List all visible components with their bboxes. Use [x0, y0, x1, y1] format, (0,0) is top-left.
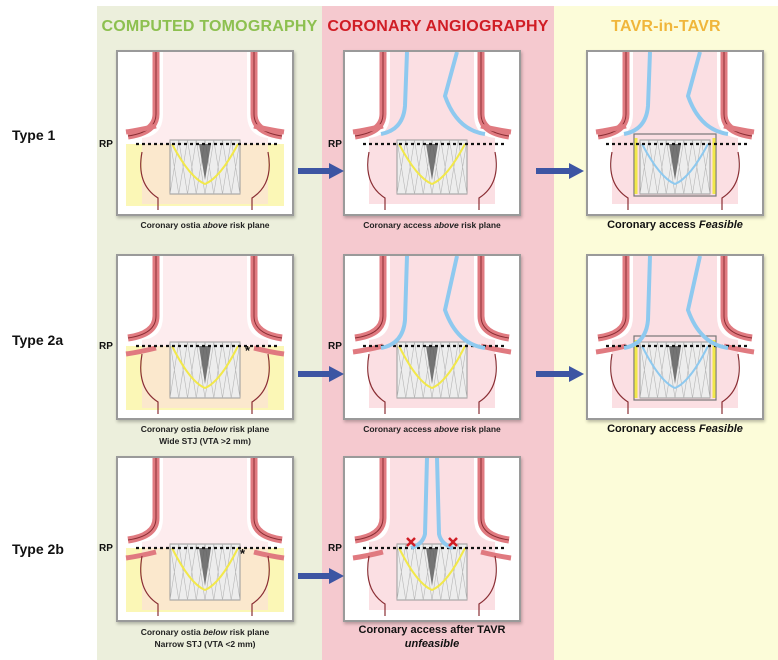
coronary-ostium-right: [724, 126, 754, 132]
arrow-right-icon: [298, 568, 344, 584]
coronary-ostium-right: [254, 126, 284, 132]
row-label-type1: Type 1: [12, 127, 55, 143]
ct-type2b-panel: [116, 456, 294, 622]
aortic-wall: [254, 256, 282, 338]
aortic-root-diagram: [588, 256, 762, 418]
aortic-root-diagram: [118, 52, 292, 214]
tavr-type2a-caption: Coronary access Feasible: [576, 423, 774, 436]
angio-type2a-caption: Coronary access above risk plane: [343, 423, 521, 435]
ct-type2b-caption-line2: Narrow STJ (VTA <2 mm): [116, 638, 294, 650]
rp-label: RP: [328, 341, 342, 352]
row-label-type2b: Type 2b: [12, 541, 64, 557]
angio-type2a-panel: [343, 254, 521, 420]
rp-label: RP: [328, 543, 342, 554]
aortic-wall: [128, 52, 156, 136]
angio-type2b-caption-line2: unfeasible: [333, 638, 531, 651]
arrow-right-icon: [298, 163, 344, 179]
rp-label: RP: [99, 543, 113, 554]
angio-type1-panel: [343, 50, 521, 216]
aortic-wall: [355, 256, 383, 338]
arrow-right-icon: [298, 366, 344, 382]
rp-label: RP: [328, 139, 342, 150]
aortic-root-diagram: [345, 256, 519, 418]
ct-column-title: COMPUTED TOMOGRAPHY: [97, 18, 322, 36]
arrow-right-icon: [536, 366, 584, 382]
coronary-ostium-left: [353, 126, 383, 132]
row-label-type2a: Type 2a: [12, 332, 63, 348]
star-marker: *: [240, 546, 245, 561]
aortic-root-diagram: [118, 458, 292, 620]
aortic-wall: [598, 256, 626, 338]
tavr-type1-panel: [586, 50, 764, 216]
ct-type1-caption: Coronary ostia above risk plane: [116, 219, 294, 231]
coronary-ostium-left: [126, 126, 156, 132]
aortic-wall: [355, 52, 383, 136]
aortic-wall: [128, 256, 156, 338]
angio-type1-caption: Coronary access above risk plane: [343, 219, 521, 231]
arrow-right-icon: [536, 163, 584, 179]
tavr-column-title: TAVR-in-TAVR: [554, 18, 778, 36]
aortic-wall: [254, 458, 282, 540]
aortic-wall: [355, 458, 383, 540]
star-marker: *: [245, 343, 250, 358]
aortic-wall: [128, 458, 156, 540]
aortic-root-diagram: [345, 52, 519, 214]
aortic-wall: [724, 52, 752, 136]
angio-type2b-caption-line1: Coronary access after TAVR: [333, 624, 531, 637]
aortic-wall: [481, 256, 509, 338]
aortic-root-diagram: [345, 458, 519, 620]
ct-type2a-caption-line2: Wide STJ (VTA >2 mm): [116, 435, 294, 447]
aortic-wall: [481, 52, 509, 136]
tavr-type2a-panel: [586, 254, 764, 420]
ct-type2b-caption-line1: Coronary ostia below risk plane: [116, 626, 294, 638]
angio-type2b-panel: [343, 456, 521, 622]
coronary-ostium-right: [481, 126, 511, 132]
ct-type2a-panel: [116, 254, 294, 420]
ct-type1-panel: [116, 50, 294, 216]
rp-label: RP: [99, 139, 113, 150]
aortic-root-diagram: [588, 52, 762, 214]
angiography-column-title: CORONARY ANGIOGRAPHY: [322, 18, 554, 36]
aortic-wall: [598, 52, 626, 136]
coronary-ostium-left: [596, 126, 626, 132]
rp-label: RP: [99, 341, 113, 352]
tavr-type1-caption: Coronary access Feasible: [576, 219, 774, 232]
aortic-wall: [254, 52, 282, 136]
aortic-root-diagram: [118, 256, 292, 418]
aortic-wall: [481, 458, 509, 540]
aortic-wall: [724, 256, 752, 338]
ct-type2a-caption-line1: Coronary ostia below risk plane: [116, 423, 294, 435]
